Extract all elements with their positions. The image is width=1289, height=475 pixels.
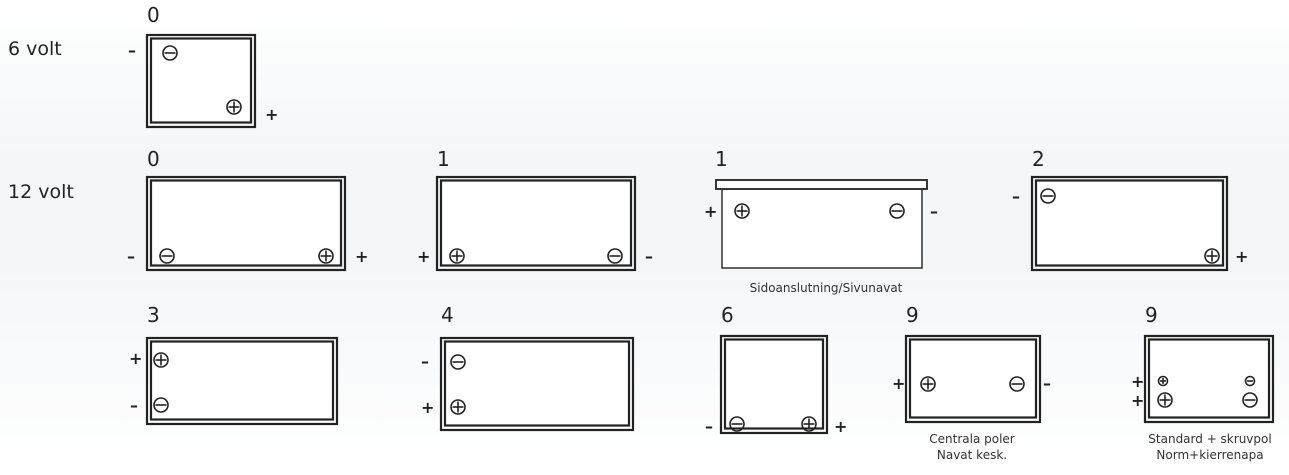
polarity-sign: – [1012, 187, 1020, 206]
positive-terminal-icon [450, 399, 466, 415]
battery-inner [443, 340, 631, 427]
battery-8: 6 – + [705, 303, 847, 436]
polarity-sign: – [421, 352, 429, 371]
battery-caption: Sidoanslutning/Sivunavat [750, 281, 903, 295]
battery-6: 3 + – [129, 303, 339, 426]
battery-caption: Navat kesk. [937, 448, 1007, 462]
negative-terminal-icon [1040, 188, 1056, 204]
battery-2: 0 – + [127, 147, 368, 272]
battery-3: 1 + – [417, 147, 653, 272]
battery-caption: Norm+kierrenapa [1156, 448, 1263, 462]
polarity-sign: – [128, 41, 136, 60]
battery-body [721, 187, 923, 269]
battery-body [145, 336, 339, 426]
battery-body [439, 336, 635, 432]
battery-caption: Centrala poler [929, 432, 1015, 446]
battery-inner [439, 179, 633, 267]
battery-body [145, 175, 347, 272]
battery-code: 0 [147, 3, 160, 27]
polarity-sign: – [1043, 374, 1051, 393]
battery-inner [908, 338, 1038, 419]
positive-terminal-icon [449, 248, 465, 264]
battery-code: 3 [147, 303, 160, 327]
positive-terminal-icon [153, 352, 169, 368]
battery-body [145, 33, 257, 129]
polarity-sign: + [1131, 372, 1144, 391]
battery-inner [149, 340, 335, 421]
polarity-sign: – [705, 417, 713, 436]
battery-5: 2– + [1012, 147, 1248, 272]
battery-body [719, 334, 829, 435]
polarity-sign: – [127, 247, 135, 266]
battery-body [435, 175, 637, 272]
negative-terminal-icon [729, 416, 745, 432]
battery-inner [723, 338, 825, 430]
battery-inner [149, 179, 343, 267]
polarity-sign: – [645, 247, 653, 266]
positive-terminal-icon [920, 376, 936, 392]
battery-body [904, 334, 1042, 424]
negative-terminal-icon [607, 248, 623, 264]
battery-caption: Standard + skruvpol [1148, 432, 1271, 446]
polarity-sign: – [930, 202, 938, 221]
negative-terminal-icon [153, 397, 169, 413]
battery-4: 1 + – Sidoanslutning/Sivunavat [704, 147, 938, 295]
battery-7: 4 – + [421, 303, 635, 432]
battery-code: 9 [906, 303, 919, 327]
polarity-sign: + [421, 398, 434, 417]
polarity-sign: + [892, 374, 905, 393]
negative-terminal-icon [1009, 376, 1025, 392]
polarity-sign: + [834, 417, 847, 436]
positive-terminal-icon [734, 203, 750, 219]
row-label-6-volt: 6 volt [8, 38, 62, 60]
polarity-sign: + [1131, 391, 1144, 410]
positive-terminal-icon [226, 99, 242, 115]
polarity-sign: + [417, 247, 430, 266]
negative-terminal-icon [1242, 392, 1258, 408]
polarity-sign: + [355, 247, 368, 266]
battery-inner [149, 37, 253, 124]
battery-code: 9 [1145, 303, 1158, 327]
battery-code: 4 [441, 303, 454, 327]
battery-code: 1 [715, 147, 728, 171]
polarity-sign: + [704, 202, 717, 221]
positive-terminal-icon [1157, 375, 1169, 387]
positive-terminal-icon [1157, 392, 1173, 408]
battery-lid [715, 179, 928, 190]
battery-code: 2 [1032, 147, 1045, 171]
battery-body [1030, 175, 1229, 272]
polarity-sign: + [265, 105, 278, 124]
negative-terminal-icon [889, 203, 905, 219]
battery-inner [1034, 179, 1225, 267]
battery-code: 1 [437, 147, 450, 171]
negative-terminal-icon [162, 45, 178, 61]
battery-inner [1147, 338, 1271, 419]
positive-terminal-icon [318, 248, 334, 264]
negative-terminal-icon [1244, 375, 1256, 387]
battery-code: 0 [147, 147, 160, 171]
polarity-sign: + [129, 349, 142, 368]
negative-terminal-icon [159, 248, 175, 264]
battery-1: 0– + [128, 3, 278, 129]
negative-terminal-icon [450, 354, 466, 370]
battery-code: 6 [721, 303, 734, 327]
battery-body [1143, 334, 1275, 424]
row-label-12-volt: 12 volt [8, 181, 74, 203]
polarity-sign: – [130, 396, 138, 415]
positive-terminal-icon [801, 416, 817, 432]
polarity-sign: + [1235, 247, 1248, 266]
positive-terminal-icon [1204, 248, 1220, 264]
